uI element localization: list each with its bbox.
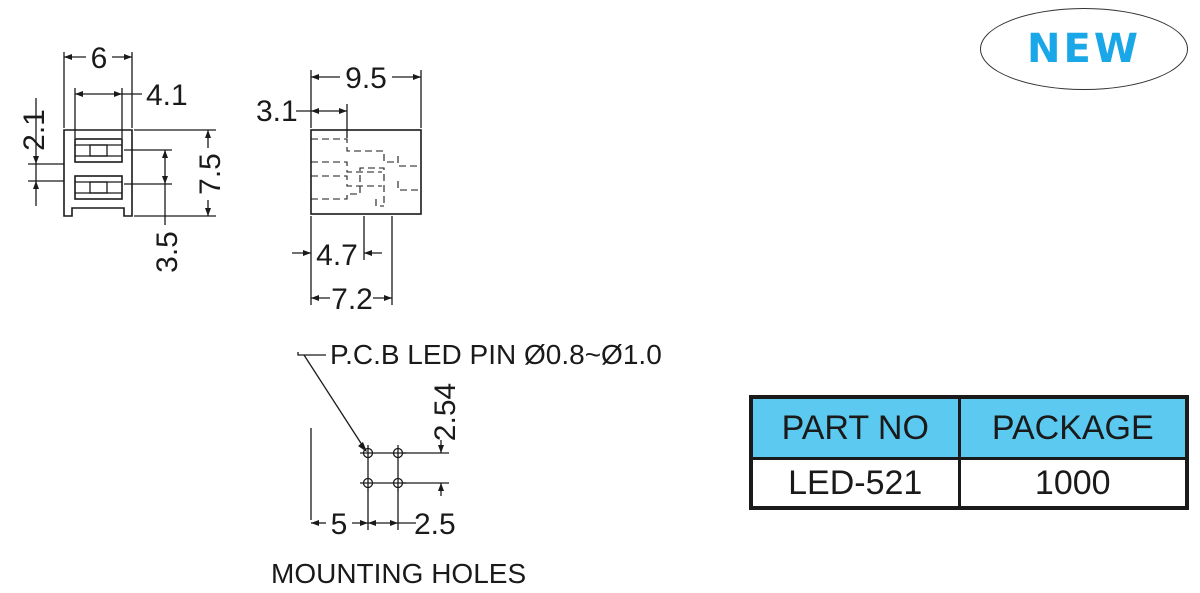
cell-package: 1000 [957,457,1189,510]
dim-horizontal-pitch: 2.5 [414,508,456,541]
side-view: 9.5 3.1 4.7 7.2 [256,62,422,316]
upper-lens-slot [74,138,123,163]
pcb-pin-note: P.C.B LED PIN Ø0.8~Ø1.0 [330,339,662,370]
table-row: LED-521 1000 [749,457,1189,510]
dim-edge-offset: 5 [331,508,348,541]
dim-top-offset: 3.1 [256,95,298,128]
side-view-body [310,129,422,215]
dim-depth: 9.5 [345,62,387,95]
dim-lens-spacing: 4.1 [146,79,188,112]
dim-lower-offset: 3.5 [151,231,184,273]
table-header-row: PART NO PACKAGE [749,395,1189,460]
dim-lens-height: 2.1 [18,109,51,151]
dim-width: 6 [91,42,108,75]
dim-pin-depth: 7.2 [331,283,373,316]
dim-vertical-pitch: 2.54 [429,383,462,441]
new-badge-text: NEW [1027,26,1141,72]
pcb-layout: P.C.B LED PIN Ø0.8~Ø1.0 2.54 5 [271,339,662,589]
new-badge: NEW [980,8,1188,90]
dim-height: 7.5 [194,153,227,195]
front-view: 6 4.1 2.1 7.5 3.5 [18,42,227,273]
part-table: PART NO PACKAGE LED-521 1000 [749,395,1189,510]
header-package: PACKAGE [957,395,1189,460]
front-view-body [63,129,133,217]
dim-pin-offset: 4.7 [316,239,358,272]
cell-part-no: LED-521 [749,457,961,510]
header-part-no: PART NO [749,395,961,460]
mounting-holes-caption: MOUNTING HOLES [271,558,526,589]
lower-lens-slot [74,175,123,200]
